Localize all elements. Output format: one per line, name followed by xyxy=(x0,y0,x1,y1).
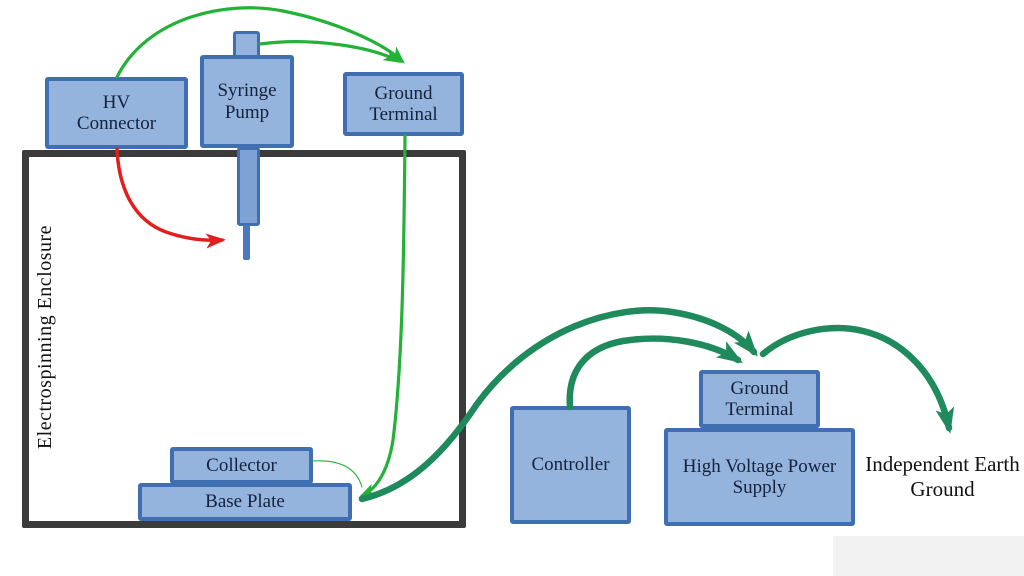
ground-terminal-enclosure-label: Ground Terminal xyxy=(369,82,438,125)
node-base-plate: Base Plate xyxy=(138,483,352,521)
enclosure-label: Electrospinning Enclosure xyxy=(34,224,56,450)
node-ground-terminal-psu: Ground Terminal xyxy=(699,370,820,428)
node-ground-terminal-enclosure: Ground Terminal xyxy=(343,72,464,136)
node-hv-power-supply: High Voltage Power Supply xyxy=(664,428,855,526)
node-syringe-pump: Syringe Pump xyxy=(200,55,294,148)
syringe-needle xyxy=(243,225,250,260)
syringe-pump-cap xyxy=(233,31,260,58)
node-collector: Collector xyxy=(170,447,313,484)
node-controller: Controller xyxy=(510,406,631,524)
base-plate-label: Base Plate xyxy=(205,491,285,513)
collector-label: Collector xyxy=(206,454,277,476)
syringe-barrel xyxy=(237,147,260,226)
ground-terminal-psu-label: Ground Terminal xyxy=(725,377,794,420)
controller-label: Controller xyxy=(531,454,610,476)
bottom-right-watermark-area xyxy=(833,536,1024,576)
syringe-pump-label: Syringe Pump xyxy=(217,80,277,123)
node-hv-connector: HV Connector xyxy=(45,77,188,149)
hv-power-supply-label: High Voltage Power Supply xyxy=(682,455,837,498)
node-independent-earth-ground: Independent Earth Ground xyxy=(865,452,1020,501)
hv-connector-label: HV Connector xyxy=(76,91,157,134)
